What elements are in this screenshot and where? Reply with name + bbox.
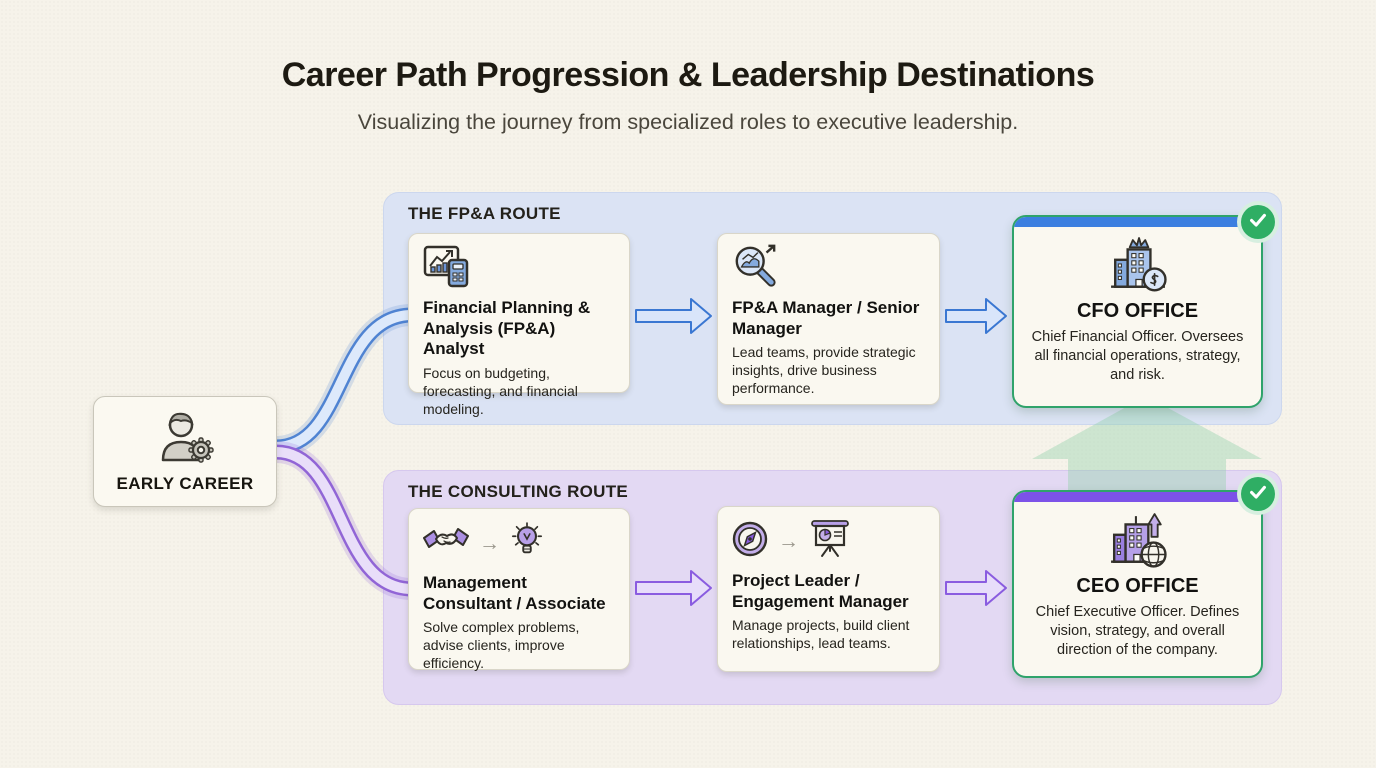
- step-description: Focus on budgeting, forecasting, and fin…: [423, 365, 578, 418]
- destination-card-cfo: CFO OFFICE Chief Financial Officer. Over…: [1012, 215, 1263, 408]
- cfo-check-badge: [1241, 205, 1275, 239]
- page-title: Career Path Progression & Leadership Des…: [281, 56, 1095, 94]
- early-career-label: EARLY CAREER: [116, 473, 254, 493]
- early-career-node: EARLY CAREER: [93, 396, 277, 507]
- check-icon: [1247, 481, 1269, 508]
- step-card-management-consultant: →: [408, 508, 630, 672]
- building-growth-globe-icon: [1109, 508, 1167, 570]
- step-description: Manage projects, build client relationsh…: [732, 617, 910, 652]
- check-icon: [1247, 209, 1269, 236]
- step-title: Financial Planning & Analysis (FP&A) Ana…: [423, 298, 591, 359]
- destination-card-ceo: CEO OFFICE Chief Executive Officer. Defi…: [1012, 490, 1263, 678]
- person-gear-icon: [153, 410, 217, 471]
- compass-icon: [732, 521, 768, 562]
- destination-title: CFO OFFICE: [1076, 300, 1199, 322]
- destination-description: Chief Financial Officer. Oversees all fi…: [1031, 329, 1244, 383]
- destination-description: Chief Executive Officer. Defines vision,…: [1035, 604, 1240, 658]
- ceo-accent-bar: [1014, 492, 1261, 502]
- icon-separator-arrow: →: [778, 529, 799, 553]
- page-subtitle: Visualizing the journey from specialized…: [357, 110, 1019, 134]
- destination-title: CEO OFFICE: [1076, 575, 1199, 597]
- step-card-fpa-analyst: Financial Planning & Analysis (FP&A) Ana…: [408, 233, 630, 417]
- step-description: Solve complex problems, advise clients, …: [423, 619, 580, 672]
- step-title: Project Leader / Engagement Manager: [732, 571, 909, 611]
- step-card-project-leader: → Project Leader / Engagement Manager Ma…: [717, 506, 940, 672]
- presentation-chart-icon: [809, 519, 851, 563]
- step-title: Management Consultant / Associate: [423, 573, 606, 613]
- step-title: FP&A Manager / Senior Manager: [732, 298, 920, 338]
- ceo-check-badge: [1241, 477, 1275, 511]
- magnifier-chart-icon: [732, 243, 778, 294]
- step-description: Lead teams, provide strategic insights, …: [732, 344, 916, 397]
- lightbulb-icon: [510, 521, 544, 565]
- icon-separator-arrow: →: [479, 531, 500, 555]
- chart-calculator-icon: [423, 242, 475, 295]
- consulting-route-label: THE CONSULTING ROUTE: [408, 482, 629, 501]
- handshake-icon: [423, 525, 469, 562]
- crowned-building-coin-icon: [1109, 233, 1167, 295]
- step-card-fpa-manager: FP&A Manager / Senior Manager Lead teams…: [717, 233, 940, 405]
- cfo-accent-bar: [1014, 217, 1261, 227]
- fpa-route-label: THE FP&A ROUTE: [408, 204, 561, 223]
